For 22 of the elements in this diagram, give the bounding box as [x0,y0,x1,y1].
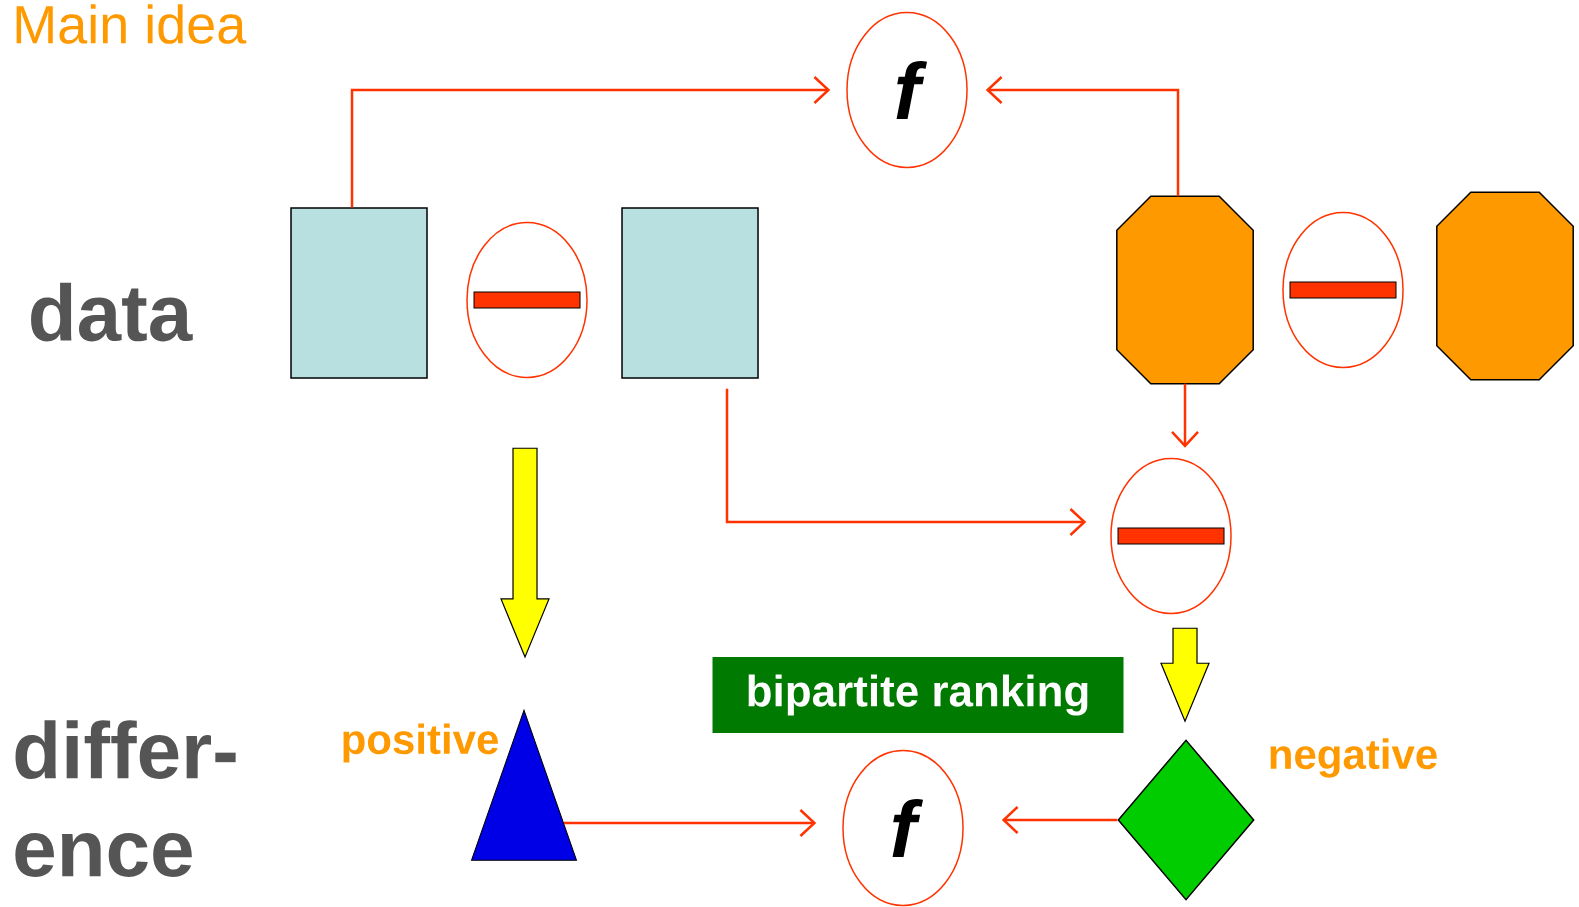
arrow [564,809,817,837]
label-box: bipartite ranking [712,657,1124,733]
row-label: differ- ence [15,720,236,877]
square-box [290,207,428,379]
title: Main idea [16,4,247,44]
octagon-shape [1436,191,1574,381]
block-arrow [1160,627,1210,723]
square-box [621,207,759,379]
arrow [1001,806,1118,834]
minus-circle [1110,457,1232,615]
arrow [725,388,1087,536]
arrow [1171,383,1199,448]
octagon-shape [1116,195,1254,385]
shape-caption: positive [343,723,498,763]
diamond-shape [1117,739,1255,901]
row-label: data [31,282,193,342]
block-arrow [500,447,550,659]
minus-circle [466,221,588,379]
arrow [350,76,831,208]
shape-caption: negative [1270,738,1437,778]
minus-circle [1282,211,1404,369]
arrow [985,76,1180,197]
